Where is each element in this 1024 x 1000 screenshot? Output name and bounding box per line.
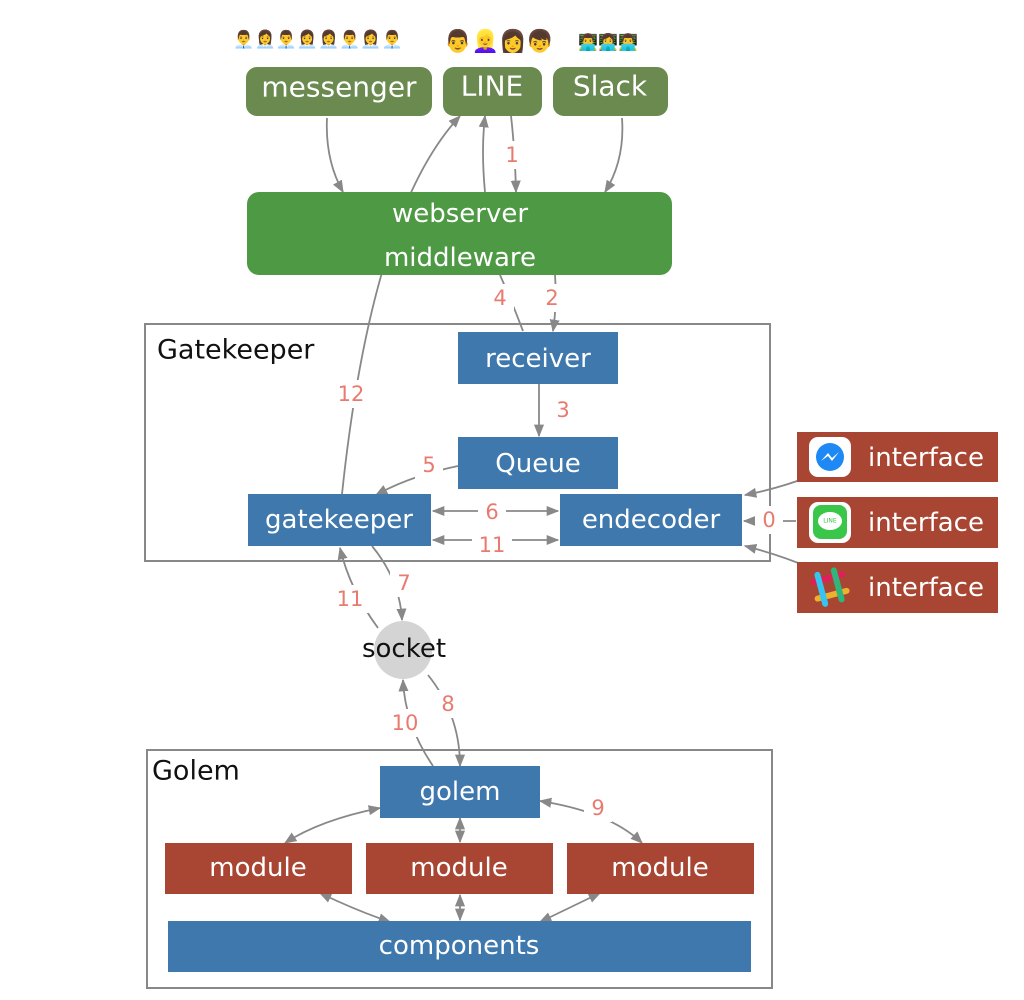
- step-11-top: 11: [472, 531, 512, 559]
- module-label-2: module: [410, 853, 507, 883]
- receiver-label: receiver: [485, 344, 591, 374]
- queue-label: Queue: [495, 449, 580, 479]
- webserver-middleware-box: webserver middleware: [247, 192, 672, 275]
- step-7: 7: [390, 569, 418, 597]
- step-numbers: 0 1 2 3 4 5 6 7 8 9 10 11 11 12: [330, 141, 783, 822]
- arrow-module1-components: [318, 892, 392, 924]
- endecoder-label: endecoder: [582, 505, 721, 535]
- webserver-label: webserver: [392, 199, 528, 229]
- svg-text:10: 10: [392, 711, 419, 735]
- step-11-left: 11: [330, 585, 370, 613]
- interface-messenger: interface: [797, 432, 998, 482]
- module-box-2: module: [366, 843, 553, 894]
- golem-label: golem: [420, 777, 501, 807]
- arrow-socket-to-golem: [427, 674, 466, 768]
- step-8: 8: [434, 690, 462, 718]
- interface-line: LINE interface: [797, 497, 998, 548]
- module-box-1: module: [165, 843, 352, 894]
- gatekeeper-box: gatekeeper: [248, 494, 431, 546]
- endecoder-box: endecoder: [560, 494, 742, 546]
- client-label-messenger: messenger: [261, 71, 417, 104]
- components-box: components: [168, 921, 751, 972]
- arrow-messenger-to-webserver: [325, 117, 344, 194]
- module-label-1: module: [209, 853, 306, 883]
- step-5: 5: [415, 451, 443, 479]
- golem-box: golem: [380, 766, 540, 818]
- svg-text:7: 7: [397, 571, 410, 595]
- people-emoji-slack: 👨‍💻👩‍💻👨‍💻: [578, 33, 638, 52]
- svg-text:11: 11: [479, 533, 506, 557]
- interface-label-slack: interface: [868, 573, 984, 603]
- people-emoji-messenger: 👨‍💼👩‍💼👨‍💼👩‍💼👩‍💼👨‍💼👩‍💼👨‍💼: [233, 29, 402, 50]
- svg-text:9: 9: [591, 796, 604, 820]
- client-messenger: 👨‍💼👩‍💼👨‍💼👩‍💼👩‍💼👨‍💼👩‍💼👨‍💼 messenger: [233, 29, 432, 116]
- step-3: 3: [549, 396, 577, 424]
- middleware-label: middleware: [384, 243, 536, 273]
- receiver-box: receiver: [458, 332, 618, 384]
- step-4: 4: [486, 284, 514, 312]
- step-10: 10: [385, 709, 425, 737]
- socket-node: socket: [362, 621, 446, 679]
- step-12: 12: [331, 380, 371, 408]
- step-6: 6: [478, 498, 506, 526]
- arrow-queue-to-gatekeeper: [374, 465, 459, 496]
- step-1: 1: [498, 141, 526, 169]
- people-emoji-line: 👨👱‍♀️👩👦: [444, 29, 554, 55]
- svg-text:12: 12: [338, 382, 365, 406]
- svg-text:2: 2: [545, 286, 558, 310]
- queue-box: Queue: [458, 437, 618, 489]
- svg-text:0: 0: [762, 508, 775, 532]
- module-label-3: module: [611, 853, 708, 883]
- step-0: 0: [755, 506, 783, 534]
- arrow-webserver-to-line: [478, 114, 489, 193]
- gatekeeper-group-title: Gatekeeper: [157, 335, 315, 366]
- arrow-slack-to-webserver: [604, 117, 624, 194]
- step-9: 9: [584, 794, 612, 822]
- module-box-3: module: [567, 843, 754, 894]
- interface-label-line: interface: [868, 508, 984, 538]
- svg-text:1: 1: [505, 143, 518, 167]
- svg-text:4: 4: [493, 286, 506, 310]
- interface-label-messenger: interface: [868, 443, 984, 473]
- gatekeeper-frame: [144, 323, 771, 562]
- client-line: 👨👱‍♀️👩👦 LINE: [443, 29, 554, 116]
- client-label-line: LINE: [461, 70, 524, 103]
- svg-text:3: 3: [556, 398, 569, 422]
- arrow-gatekeeper-to-line: [341, 115, 461, 495]
- svg-text:11: 11: [337, 587, 364, 611]
- socket-label: socket: [362, 634, 446, 664]
- slack-icon: [810, 567, 850, 607]
- arrow-golem-module1: [283, 805, 382, 844]
- svg-text:LINE: LINE: [823, 518, 837, 525]
- svg-text:5: 5: [422, 453, 435, 477]
- golem-group-title: Golem: [152, 756, 240, 787]
- client-slack: 👨‍💻👩‍💻👨‍💻 Slack: [553, 33, 668, 116]
- svg-text:6: 6: [485, 500, 498, 524]
- arrow-module3-components: [538, 892, 602, 923]
- svg-text:8: 8: [441, 692, 454, 716]
- step-2: 2: [538, 284, 566, 312]
- interface-slack: interface: [797, 562, 998, 613]
- gatekeeper-label: gatekeeper: [265, 505, 413, 535]
- components-label: components: [379, 931, 540, 961]
- client-label-slack: Slack: [573, 70, 648, 103]
